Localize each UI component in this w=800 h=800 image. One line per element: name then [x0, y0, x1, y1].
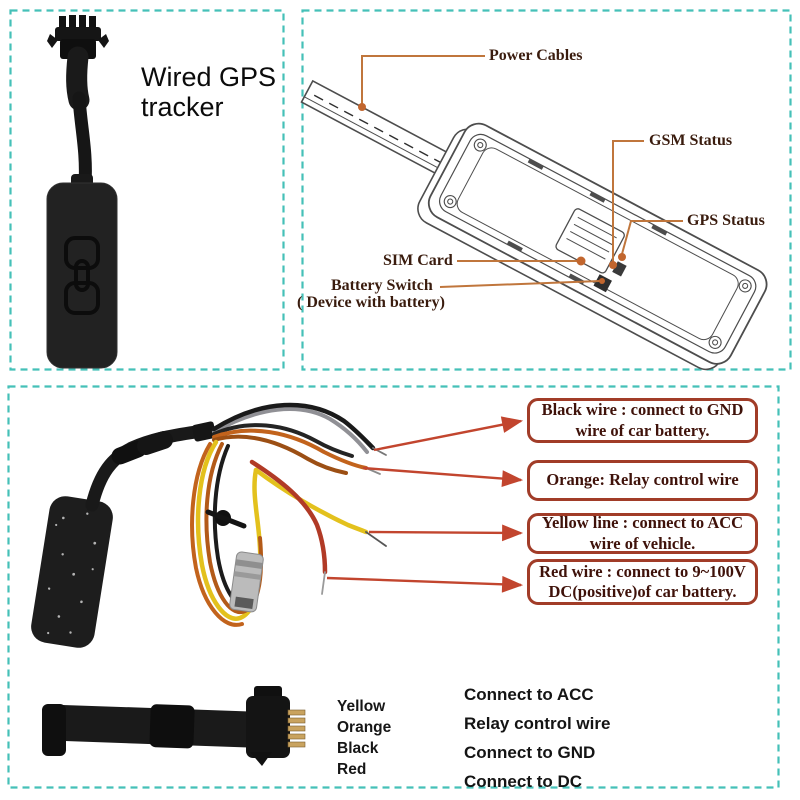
label-gps-status: GPS Status: [687, 212, 765, 229]
relay-block: [229, 551, 264, 613]
diagram-callout-lines: [358, 55, 683, 288]
diagram-panel-border: [301, 9, 792, 371]
product-title: Wired GPS tracker: [141, 62, 277, 123]
wiring-arrows: [326, 416, 524, 593]
label-battery-note: ( Device with battery): [297, 294, 445, 311]
wiring-panel-border: [7, 385, 780, 789]
wire-fan: [211, 402, 387, 475]
screw-bosses: [443, 138, 752, 349]
callout-box-black-wire: Black wire : connect to GND wire of car …: [527, 398, 758, 443]
callout-line-battery: [439, 280, 601, 288]
callout-box-yellow-wire: Yellow line : connect to ACC wire of veh…: [527, 513, 758, 554]
wire-color-item: Yellow: [337, 698, 386, 715]
callout-box-orange-wire: Orange: Relay control wire: [527, 460, 758, 501]
bottom-cable-photo: [42, 686, 306, 766]
tracker-panel-border: [9, 9, 285, 371]
connection-item: Connect to DC: [464, 772, 583, 791]
wiring-device-body: [31, 496, 113, 648]
label-battery-switch: Battery Switch: [331, 277, 433, 294]
connection-list: Connect to ACC Relay control wire Connec…: [464, 680, 610, 796]
device-line-drawing: [300, 79, 768, 371]
arrow-orange-wire: [362, 466, 524, 487]
orange-wire: [212, 428, 368, 470]
callout-line-gsm: [612, 140, 644, 262]
arrow-black-wire: [373, 416, 524, 452]
wire-color-item: Black: [337, 740, 379, 757]
chain-link-logo-icon: [64, 236, 100, 315]
connector-pins: [287, 709, 306, 748]
connection-item: Connect to ACC: [464, 685, 594, 704]
red-wire: [249, 459, 328, 575]
label-sim-card: SIM Card: [383, 252, 453, 269]
callout-line-gps: [621, 220, 683, 255]
callout-line-power-cables: [361, 55, 485, 107]
wire-color-item: Red: [337, 761, 367, 778]
arrow-yellow-wire: [368, 524, 524, 542]
tracker-photo: [46, 15, 118, 369]
arrow-red-wire: [326, 575, 524, 593]
wire-color-list: Yellow Orange Black Red: [337, 696, 391, 780]
yellow-wire: [253, 467, 369, 535]
tracker-body: [46, 182, 118, 369]
black-wire: [211, 402, 376, 451]
callout-box-red-wire: Red wire : connect to 9~100V DC(positive…: [527, 559, 758, 605]
connection-item: Connect to GND: [464, 743, 596, 762]
label-power-cables: Power Cables: [489, 47, 583, 64]
tracker-cable: [72, 91, 92, 191]
wire-color-item: Orange: [337, 719, 392, 736]
harness-plug: [192, 421, 217, 442]
case-outline: [427, 122, 768, 365]
panel-borders: [7, 9, 792, 789]
connection-item: Relay control wire: [464, 714, 611, 733]
wiring-photo: [31, 402, 524, 766]
label-gsm-status: GSM Status: [649, 132, 733, 149]
